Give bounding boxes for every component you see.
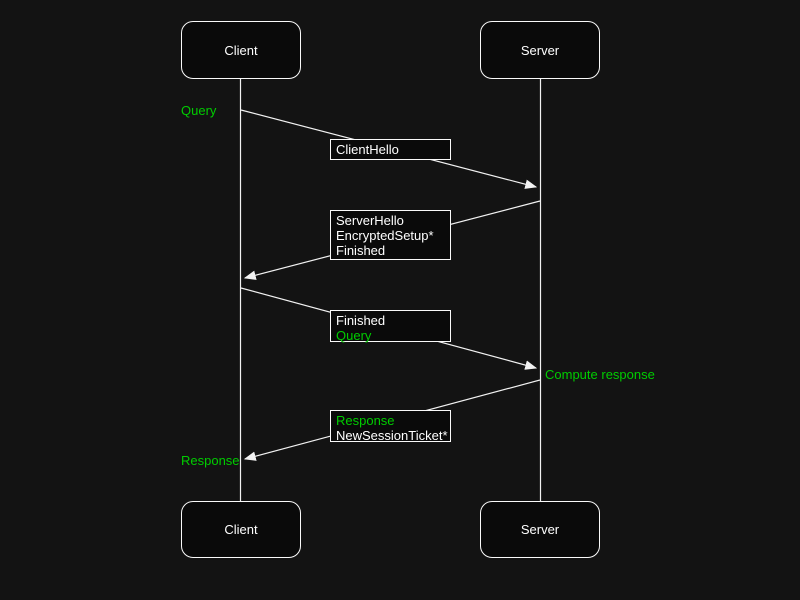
actor-label-server-top: Server <box>520 42 560 58</box>
actor-label-client-top: Client <box>224 42 258 58</box>
message-label-finished-query: Finished Query <box>330 310 451 343</box>
message-text: EncryptedSetup* <box>336 228 434 243</box>
message-text: Finished <box>336 313 386 328</box>
message-text: ClientHello <box>336 142 399 157</box>
actor-box-client-bottom: Client <box>181 501 301 558</box>
message-text: Finished <box>336 243 386 258</box>
message-label-serverhello: ServerHello EncryptedSetup* Finished <box>330 210 451 260</box>
message-label-response-ticket: Response NewSessionTicket* <box>330 410 451 443</box>
actor-box-server-bottom: Server <box>480 501 600 558</box>
message-text: ServerHello <box>336 213 404 228</box>
actor-box-client-top: Client <box>181 21 301 79</box>
message-text: NewSessionTicket* <box>336 428 448 443</box>
message-label-clienthello: ClientHello <box>330 139 451 160</box>
annotation-response: Response <box>181 453 240 468</box>
message-text: Query <box>336 328 372 343</box>
actor-box-server-top: Server <box>480 21 600 79</box>
message-text: Response <box>336 413 395 428</box>
annotation-query: Query <box>181 103 217 118</box>
annotation-compute-response: Compute response <box>545 367 655 382</box>
actor-label-client-bottom: Client <box>224 522 258 537</box>
actor-label-server-bottom: Server <box>520 522 560 537</box>
